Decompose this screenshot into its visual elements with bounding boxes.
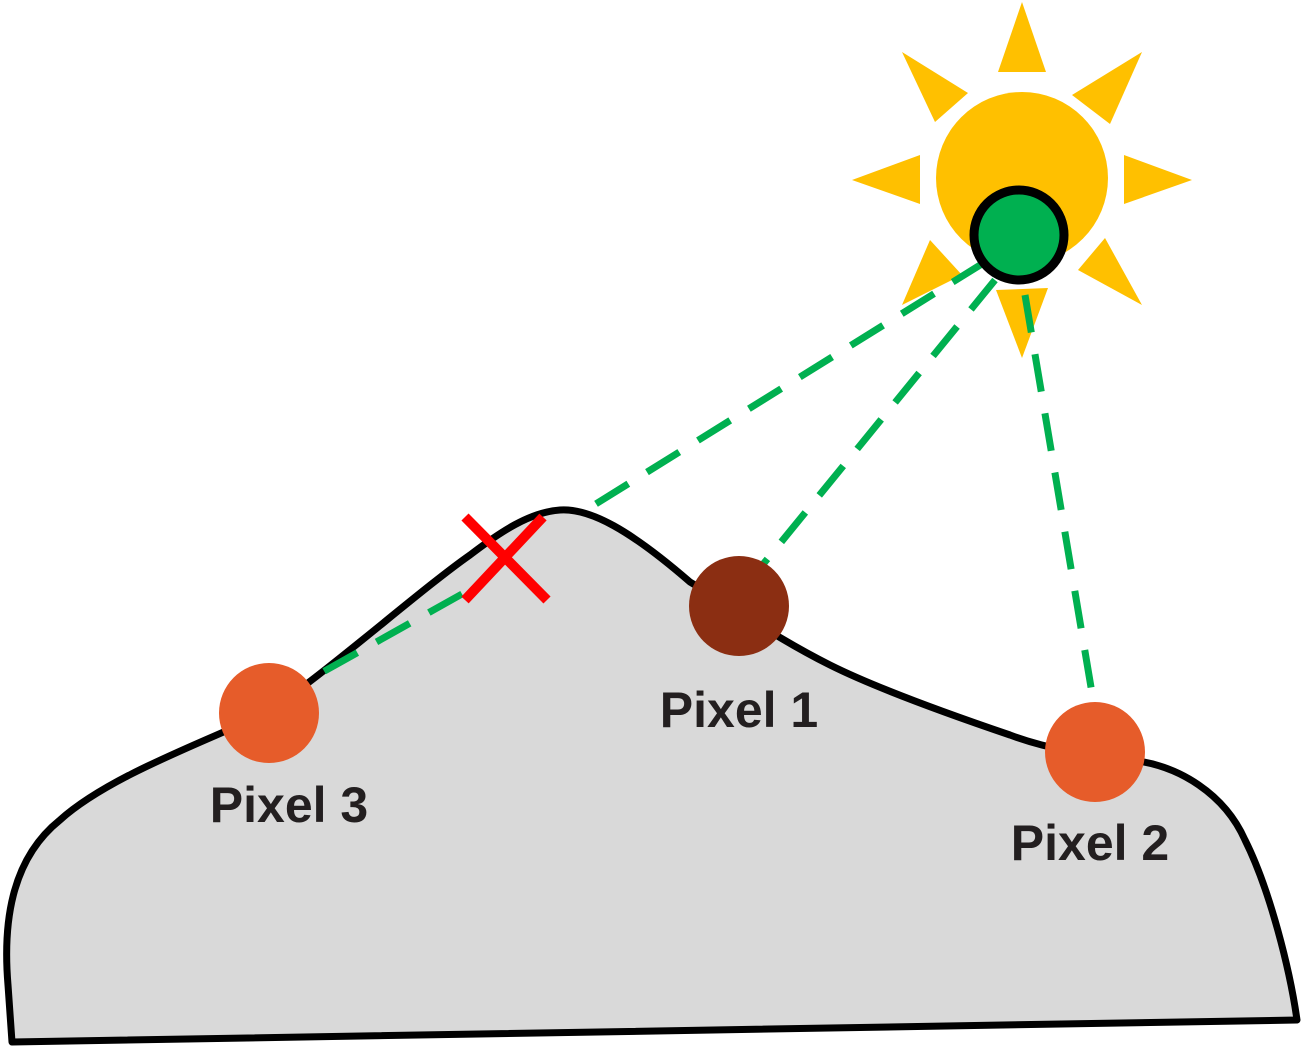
- sun-ray: [1072, 52, 1142, 124]
- cross-icon: [461, 513, 551, 604]
- sun-ray: [902, 52, 968, 122]
- pixel-3-label: Pixel 3: [210, 777, 368, 833]
- sun-icon: [852, 2, 1192, 358]
- sun-ray: [1124, 155, 1192, 204]
- light-source: [969, 185, 1069, 285]
- ray-to-pixel-2: [1021, 294, 1098, 706]
- sun-ray: [998, 2, 1046, 72]
- ray-to-pixel-1: [757, 277, 998, 571]
- pixel-1-marker: [689, 556, 789, 656]
- pixel-2-label: Pixel 2: [1011, 815, 1169, 871]
- terrain: [3, 506, 1301, 1046]
- ray-to-ridge: [576, 259, 987, 518]
- pixel-2-marker: [1045, 702, 1145, 802]
- ray-blocked-segment: [303, 590, 464, 686]
- pixel-3-marker: [219, 663, 319, 763]
- sun-ray: [902, 240, 962, 305]
- sun-ray: [1078, 238, 1142, 305]
- sun-ray: [852, 155, 920, 204]
- light-rays: [303, 259, 1098, 706]
- pixel-1-label: Pixel 1: [660, 682, 818, 738]
- sun-ray: [996, 288, 1048, 358]
